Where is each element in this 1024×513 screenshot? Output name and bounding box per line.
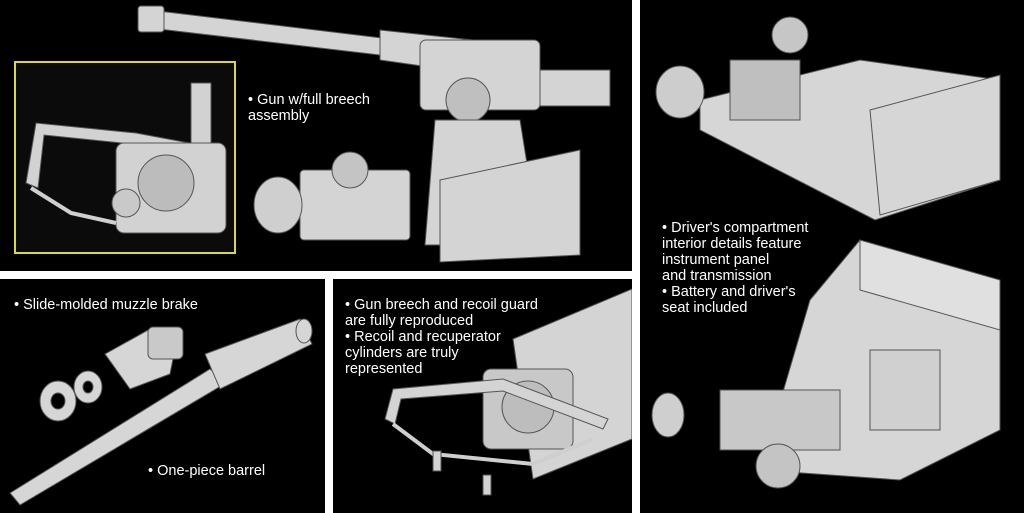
breech-panel: • Gun breech and recoil guard are fully …	[333, 279, 632, 513]
barrel-caption: • One-piece barrel	[148, 463, 266, 479]
breech-detail-image	[25, 82, 227, 234]
driver-compartment-image	[651, 16, 1001, 489]
barrel-panel: • Slide-molded muzzle brake • One-piece …	[0, 279, 325, 513]
gun-model-image	[137, 5, 611, 263]
driver-compartment-panel: • Driver's compartment interior details …	[640, 0, 1024, 513]
muzzle-brake-caption: • Slide-molded muzzle brake	[14, 297, 198, 313]
breech-caption: • Gun breech and recoil guard are fully …	[345, 297, 538, 377]
barrel-parts-image	[9, 318, 313, 506]
breech-recoil-image	[384, 288, 632, 496]
gun-caption: • Gun w/full breech assembly	[248, 92, 370, 124]
breech-detail-inset	[14, 61, 236, 254]
driver-caption: • Driver's compartment interior details …	[662, 220, 809, 316]
gun-breech-panel: • Gun w/full breech assembly	[0, 0, 632, 271]
